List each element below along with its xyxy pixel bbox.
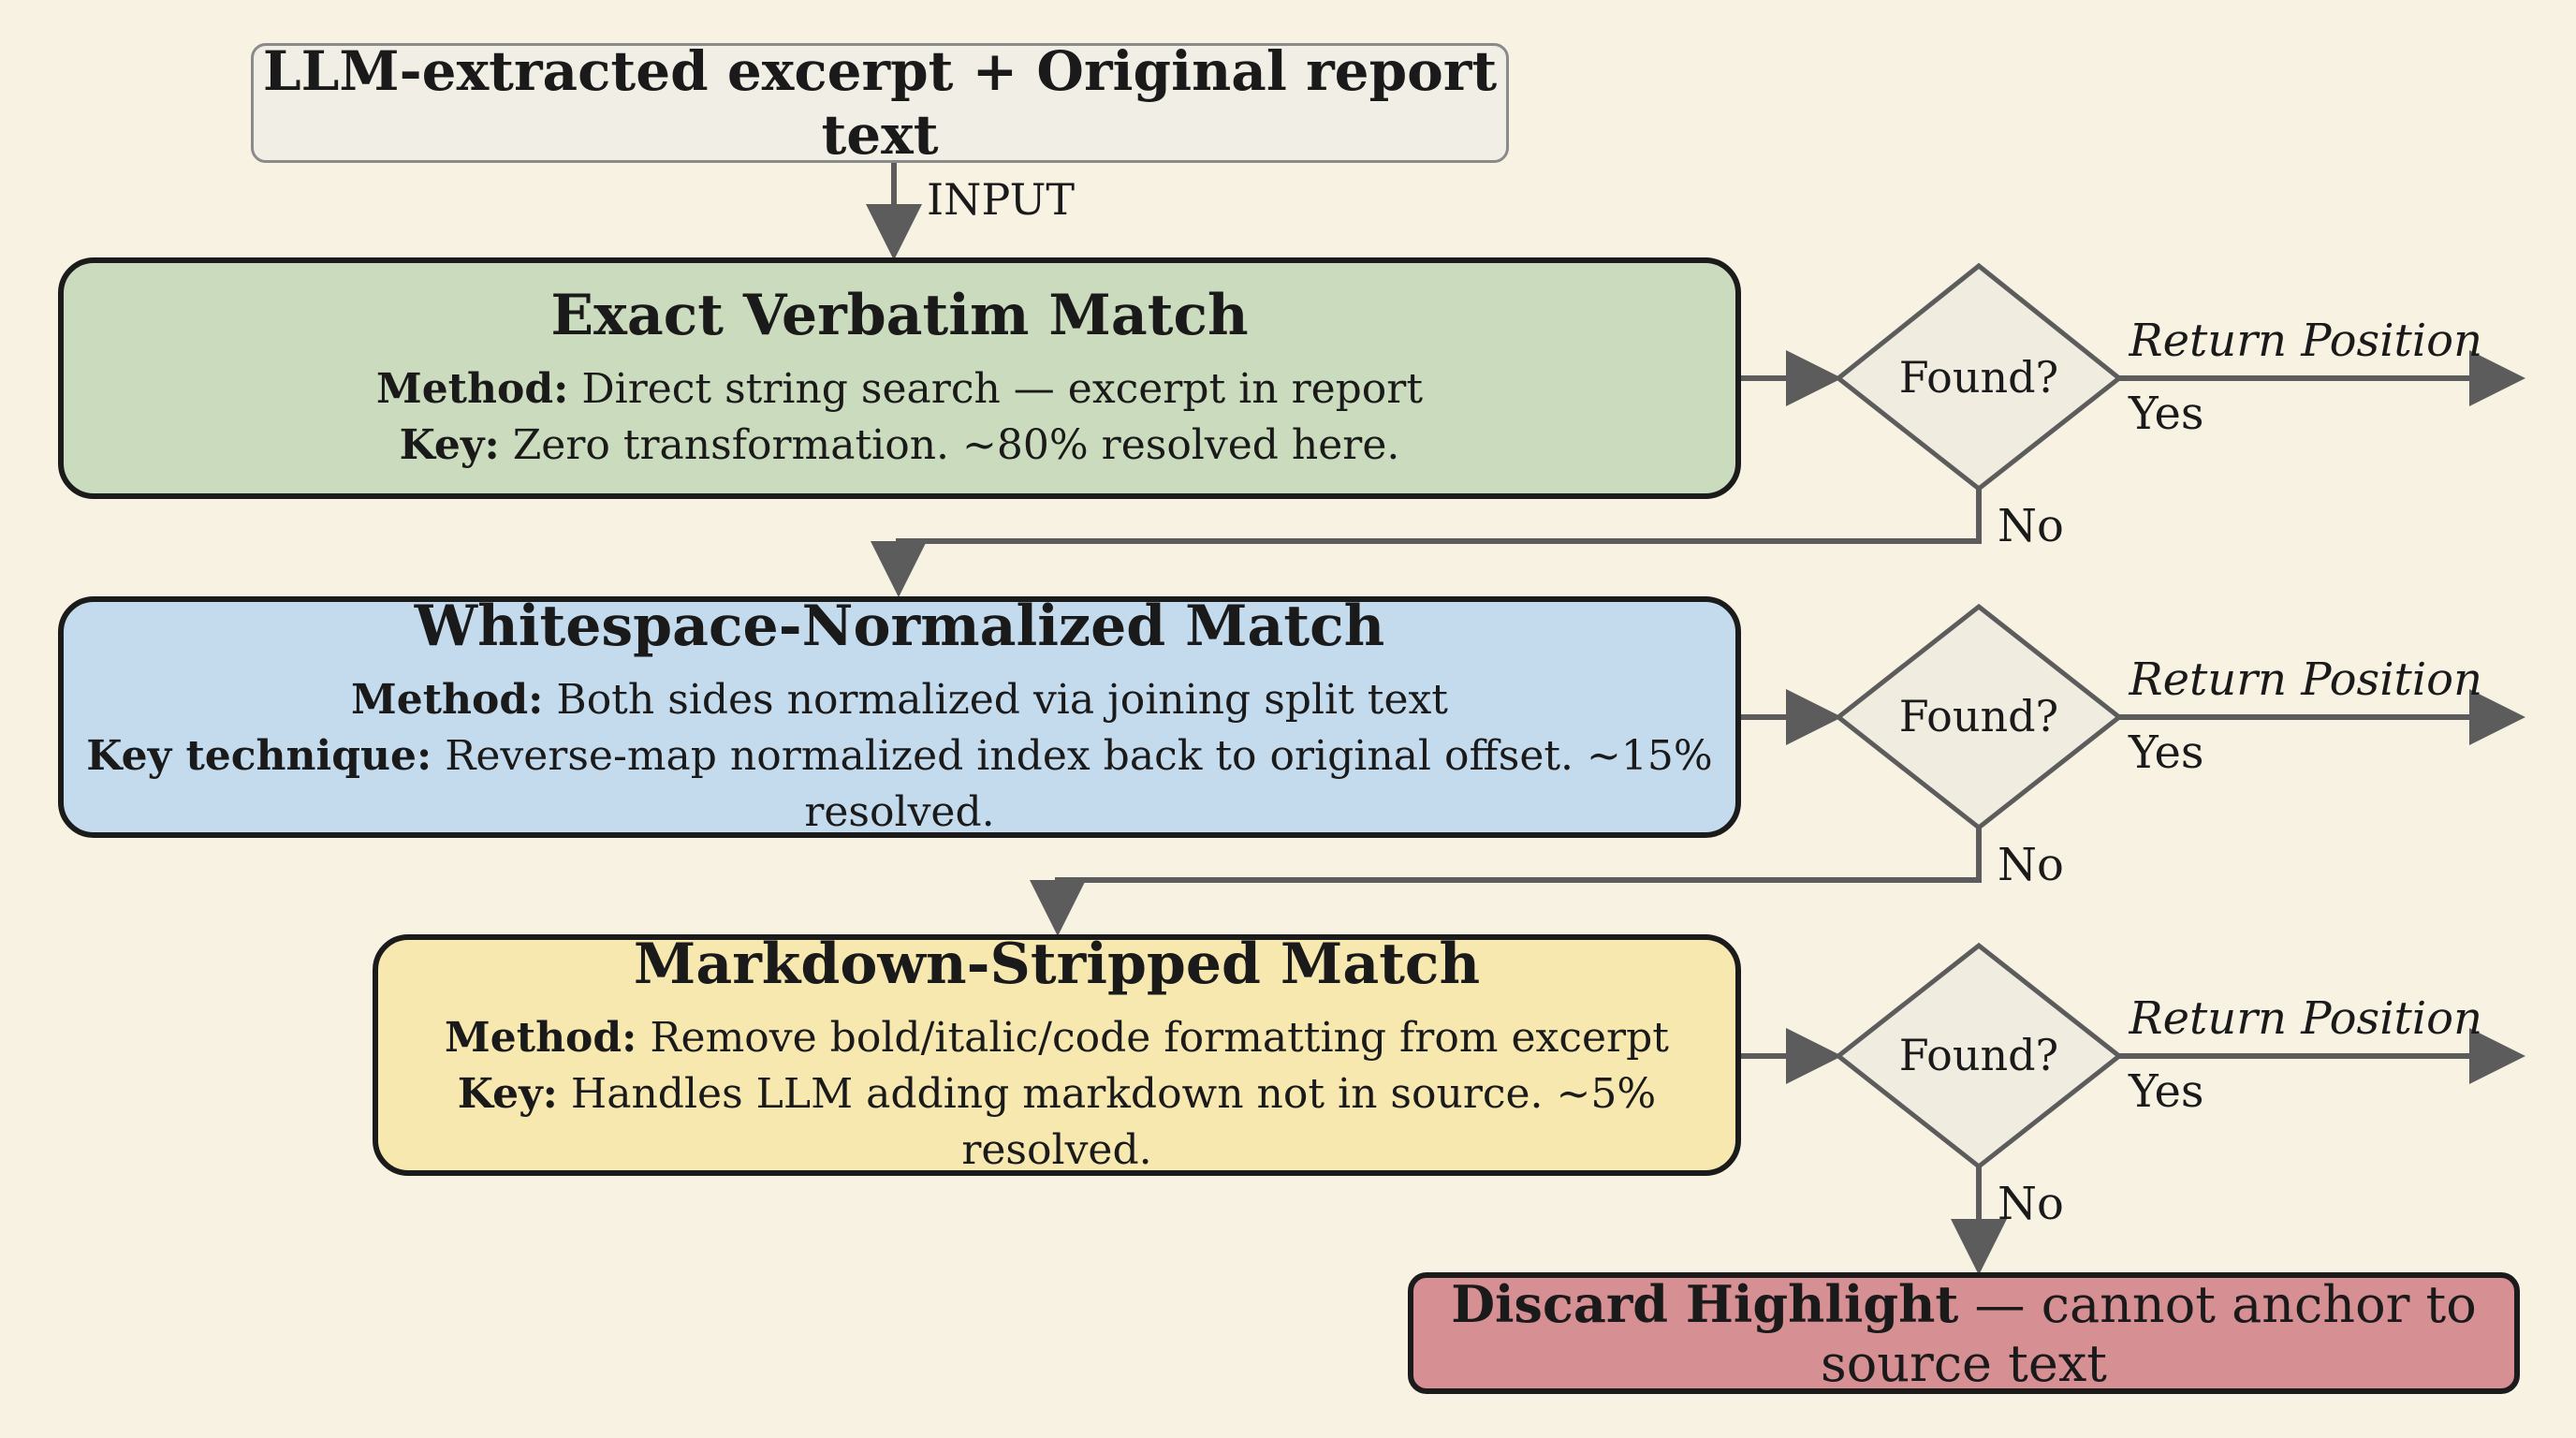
decision-3-return-position-label: Return Position [2129, 992, 2482, 1045]
input-arrow-label: INPUT [927, 174, 1076, 225]
key-text: Reverse-map normalized index back to ori… [432, 732, 1713, 836]
decision-3-no-label: No [1998, 1178, 2064, 1230]
method-label: Method: [445, 1014, 637, 1062]
step-title: Markdown-Stripped Match [633, 932, 1481, 997]
discard-title: Discard Highlight [1451, 1273, 1959, 1334]
step-title: Exact Verbatim Match [550, 283, 1249, 348]
decision-3-yes-label: Yes [2129, 1065, 2204, 1118]
step-method-line: Method: Direct string search — excerpt i… [376, 361, 1423, 418]
decision-1-return-position-label: Return Position [2129, 315, 2482, 367]
decision-1-question: Found? [1898, 352, 2059, 403]
decision-2-question: Found? [1898, 691, 2059, 741]
method-text: Direct string search — excerpt in report [568, 365, 1424, 413]
method-label: Method: [375, 365, 569, 413]
input-node: LLM-extracted excerpt + Original report … [251, 39, 1509, 167]
step-method-line: Method: Both sides normalized via joinin… [351, 672, 1448, 728]
key-label: Key: [399, 421, 500, 469]
step-exact-verbatim-match: Exact Verbatim Match Method: Direct stri… [58, 257, 1741, 499]
decision-2-yes-label: Yes [2129, 726, 2204, 779]
method-text: Both sides normalized via joining split … [543, 676, 1448, 724]
discard-text: — cannot anchor to source text [1821, 1274, 2477, 1393]
decision-3-question: Found? [1898, 1030, 2059, 1080]
discard-highlight-node: Discard Highlight — cannot anchor to sou… [1408, 1272, 2520, 1394]
key-label: Key: [457, 1070, 558, 1118]
input-node-label: LLM-extracted excerpt + Original report … [262, 39, 1498, 167]
key-label: Key technique: [86, 732, 432, 780]
discard-line: Discard Highlight — cannot anchor to sou… [1413, 1274, 2514, 1393]
key-text: Handles LLM adding markdown not in sourc… [557, 1070, 1657, 1174]
decision-1-no-label: No [1998, 500, 2064, 552]
method-label: Method: [351, 676, 544, 724]
step-key-line: Key technique: Reverse-map normalized in… [82, 728, 1717, 841]
decision-2-return-position-label: Return Position [2129, 653, 2482, 706]
step-method-line: Method: Remove bold/italic/code formatti… [445, 1010, 1669, 1066]
step-key-line: Key: Zero transformation. ~80% resolved … [400, 418, 1400, 474]
step-key-line: Key: Handles LLM adding markdown not in … [397, 1066, 1717, 1179]
decision1-no-connector [871, 489, 1982, 597]
decision-2-no-label: No [1998, 839, 2064, 891]
step-whitespace-normalized-match: Whitespace-Normalized Match Method: Both… [58, 594, 1741, 841]
decision2-no-connector [1030, 828, 1982, 936]
key-text: Zero transformation. ~80% resolved here. [499, 421, 1400, 469]
decision-1-yes-label: Yes [2129, 388, 2204, 440]
step-markdown-stripped-match: Markdown-Stripped Match Method: Remove b… [373, 932, 1741, 1179]
step-title: Whitespace-Normalized Match [414, 594, 1385, 659]
method-text: Remove bold/italic/code formatting from … [637, 1014, 1669, 1062]
